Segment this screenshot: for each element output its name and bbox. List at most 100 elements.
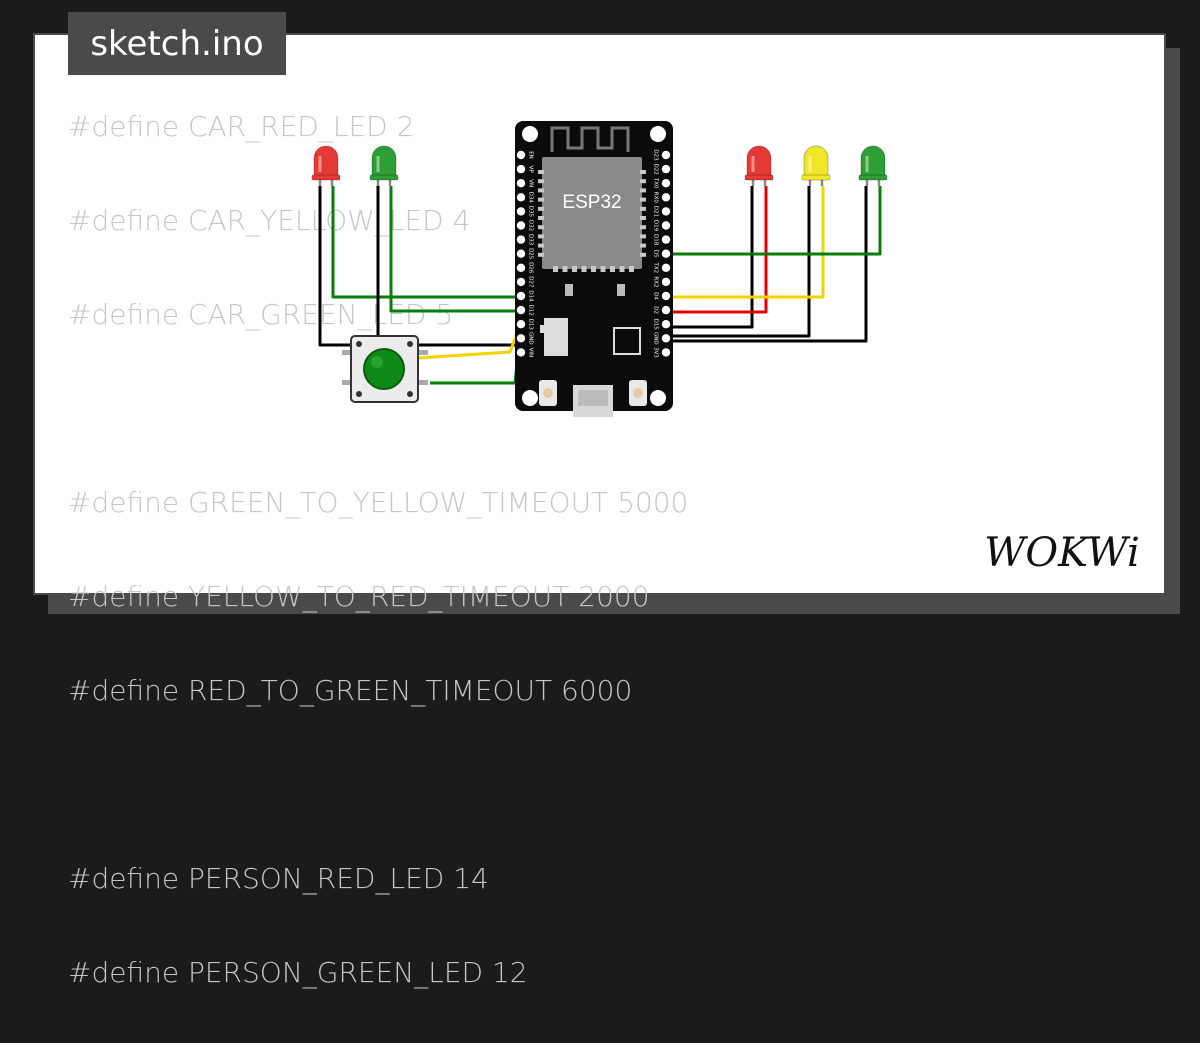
left-pin-label: D32 <box>528 220 534 231</box>
pushbutton-leg <box>342 380 354 385</box>
right-pin-label: 3V3 <box>653 347 659 358</box>
right-pin-label: D19 <box>653 220 659 232</box>
left-pin[interactable] <box>516 320 526 329</box>
esp32-board[interactable]: ESP32 ENVPVND34D35D32D33D25D26D27D14D12D… <box>515 121 673 417</box>
led-rim <box>744 174 774 181</box>
wires <box>318 186 882 385</box>
right-pin[interactable] <box>661 277 671 287</box>
wire-green <box>331 186 520 299</box>
module-pad <box>538 225 544 230</box>
antenna-trace <box>550 126 630 152</box>
led[interactable] <box>369 145 399 186</box>
module-pad <box>640 170 646 174</box>
pushbutton-corner <box>407 341 413 347</box>
left-pin[interactable] <box>516 150 526 160</box>
left-pin[interactable] <box>516 221 526 230</box>
right-pin-label: D15 <box>653 319 659 331</box>
code-line: #define GREEN_TO_YELLOW_TIMEOUT 5000 <box>68 486 689 519</box>
left-pin[interactable] <box>516 235 526 244</box>
led[interactable] <box>801 145 831 186</box>
left-pin[interactable] <box>516 179 526 188</box>
left-pin[interactable] <box>516 164 526 174</box>
right-pin[interactable] <box>661 249 671 258</box>
right-pin[interactable] <box>661 164 671 174</box>
module-pad <box>619 266 625 272</box>
left-pin-header: ENVPVND34D35D32D33D25D26D27D14D12D13GNDV… <box>516 150 534 357</box>
left-pin-label: D26 <box>528 262 534 274</box>
wire-red <box>666 186 768 314</box>
right-pin[interactable] <box>661 263 671 272</box>
module-pad <box>538 179 544 184</box>
code-line: #define CAR_GREEN_LED 5 <box>68 298 454 331</box>
pushbutton[interactable] <box>342 335 428 403</box>
led[interactable] <box>311 145 341 186</box>
right-pin-label: D21 <box>653 206 659 217</box>
module-pad <box>640 243 646 248</box>
usb-chip <box>613 327 641 355</box>
left-pin-label: VP <box>528 166 534 174</box>
file-tab[interactable]: sketch.ino <box>68 12 286 75</box>
module-pad <box>538 216 544 220</box>
right-pin[interactable] <box>661 334 671 343</box>
pushbutton-corner <box>356 391 362 397</box>
component-pad <box>565 284 573 296</box>
pushbutton-cap[interactable] <box>363 348 405 390</box>
module-pad <box>538 188 544 193</box>
module-pad <box>581 266 587 272</box>
code-line: #define YELLOW_TO_RED_TIMEOUT 2000 <box>68 580 650 613</box>
left-pin[interactable] <box>516 305 526 315</box>
left-pin[interactable] <box>516 193 526 202</box>
wire-green <box>430 335 522 385</box>
mount-hole <box>522 390 538 406</box>
led[interactable] <box>858 145 888 186</box>
left-pin[interactable] <box>516 207 526 216</box>
right-pin[interactable] <box>661 150 671 160</box>
circuit-diagram: ESP32 ENVPVND34D35D32D33D25D26D27D14D12D… <box>311 121 1140 576</box>
module-pad <box>640 197 646 202</box>
module-pad <box>640 179 646 184</box>
led-body <box>313 145 339 179</box>
right-pin[interactable] <box>661 179 671 188</box>
led[interactable] <box>744 145 774 186</box>
right-pin[interactable] <box>661 193 671 202</box>
left-pin-label: D13 <box>528 319 534 331</box>
left-pin[interactable] <box>516 348 526 357</box>
wifi-module <box>542 157 642 269</box>
right-pin-label: D23 <box>653 149 659 161</box>
wire-yellow <box>417 324 522 360</box>
left-pin-label: EN <box>528 151 534 159</box>
right-pin[interactable] <box>661 305 671 315</box>
right-pin[interactable] <box>661 320 671 329</box>
led-body <box>803 145 829 179</box>
left-pin[interactable] <box>516 291 526 301</box>
right-pin-label: D2 <box>653 306 659 314</box>
right-pin[interactable] <box>661 348 671 357</box>
module-pad <box>629 266 634 272</box>
module-pad <box>553 266 558 272</box>
right-pin[interactable] <box>661 235 671 244</box>
component-pad <box>617 284 625 296</box>
en-button-cap <box>543 388 553 398</box>
code-line: #define CAR_YELLOW_LED 4 <box>68 204 471 237</box>
right-pin[interactable] <box>661 207 671 216</box>
wire-black <box>318 186 520 347</box>
pushbutton-leg <box>342 350 354 355</box>
right-pin[interactable] <box>661 221 671 230</box>
file-tab-label: sketch.ino <box>90 23 264 64</box>
wokwi-logo: WOKWi <box>984 530 1140 576</box>
right-pin-label: D22 <box>653 163 659 174</box>
led-rim <box>369 174 399 181</box>
wire-green <box>666 186 882 256</box>
module-pad <box>640 188 646 193</box>
left-pin[interactable] <box>516 334 526 343</box>
code-line: #define CAR_RED_LED 2 <box>68 110 415 143</box>
led-body <box>746 145 772 179</box>
left-pin[interactable] <box>516 263 526 272</box>
right-pin-label: TX2 <box>653 261 659 273</box>
pushbutton-cap-highlight <box>371 356 383 368</box>
left-pin[interactable] <box>516 249 526 258</box>
right-pin-label: RX2 <box>653 276 659 287</box>
boot-button-cap <box>633 388 643 398</box>
left-pin[interactable] <box>516 277 526 287</box>
right-pin[interactable] <box>661 291 671 301</box>
